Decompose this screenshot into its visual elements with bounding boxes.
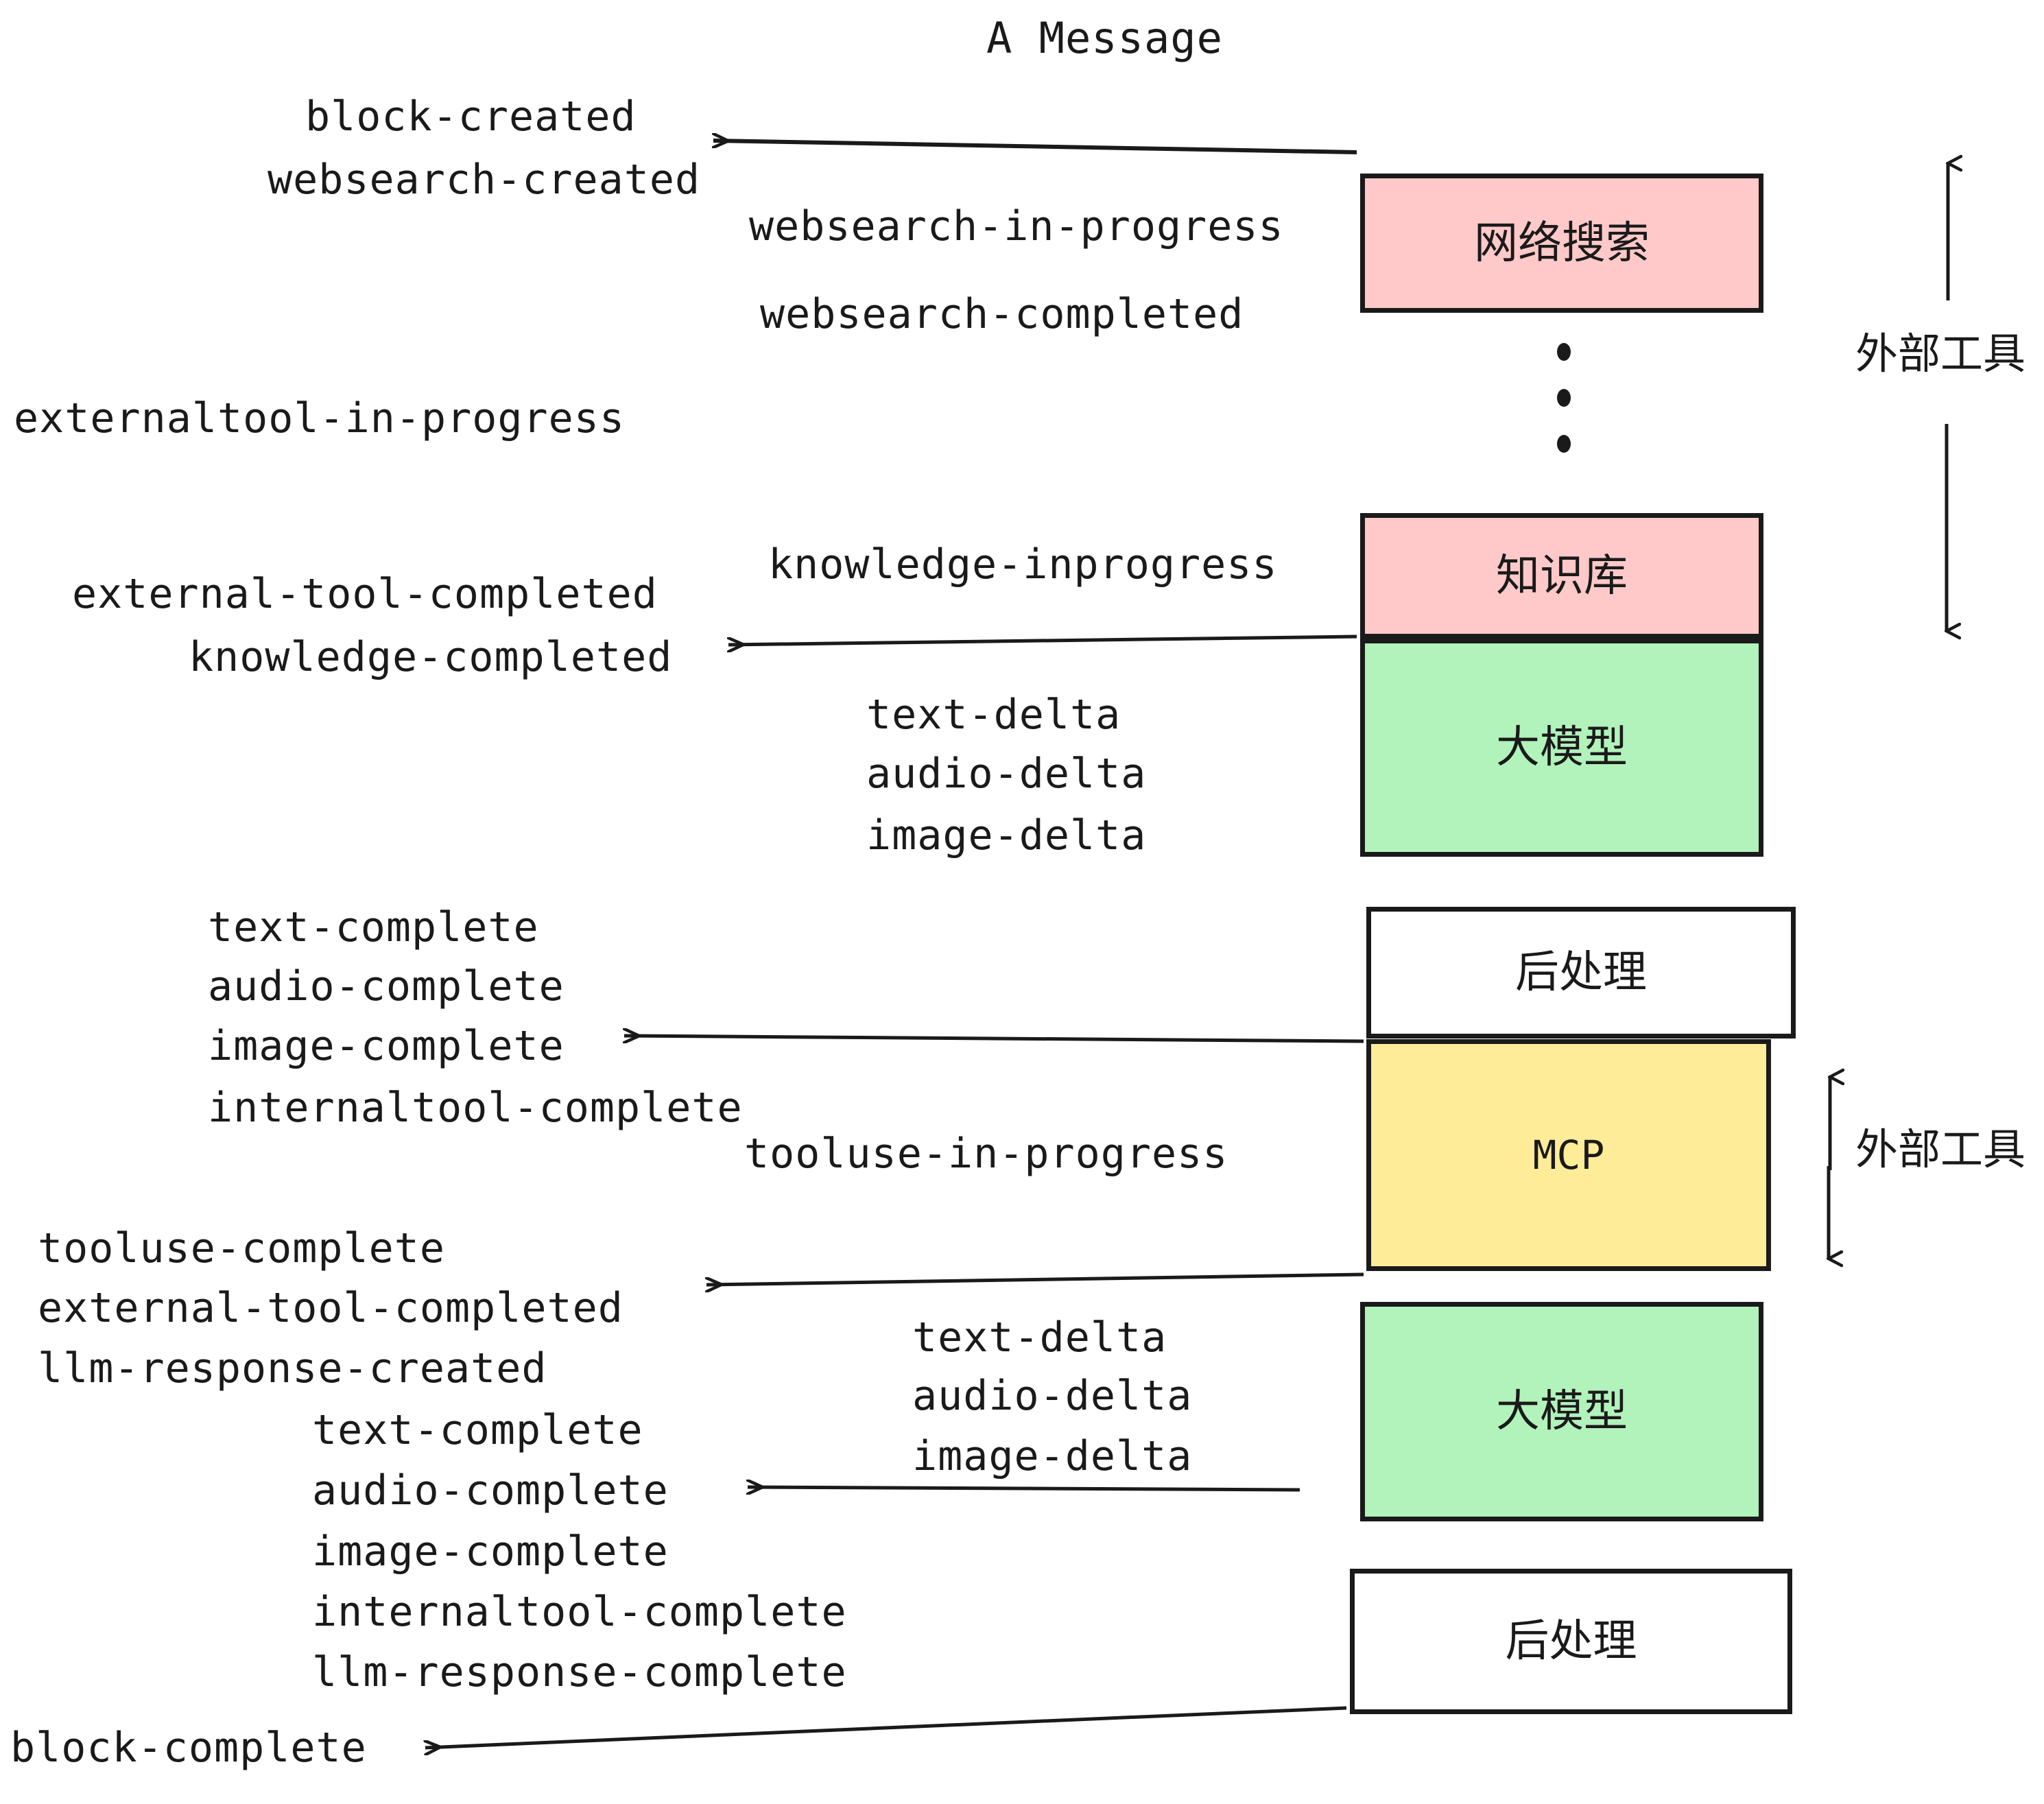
ellipsis-dot	[1557, 343, 1571, 361]
event-label-knowledge-completed: knowledge-completed	[189, 633, 673, 681]
ellipsis-dot	[1557, 435, 1571, 453]
node-box-label: 知识库	[1496, 550, 1628, 602]
event-label-external-tool-completed-2: external-tool-completed	[38, 1284, 623, 1332]
event-label-llm-response-complete: llm-response-complete	[312, 1648, 847, 1696]
ellipsis-dot	[1557, 389, 1571, 407]
event-label-image-complete-2: image-complete	[312, 1528, 669, 1576]
event-label-websearch-in-progress: websearch-in-progress	[749, 202, 1284, 250]
arrow-knowledge-to-completed	[728, 634, 1357, 645]
node-box-label: MCP	[1532, 1132, 1605, 1178]
arrow-mcp-to-tooluse-complete	[706, 1272, 1364, 1285]
node-box-label: 网络搜索	[1474, 217, 1650, 269]
event-label-image-complete-1: image-complete	[208, 1022, 565, 1070]
node-box-label: 大模型	[1496, 1386, 1628, 1437]
event-label-tooluse-complete: tooluse-complete	[38, 1224, 445, 1272]
event-label-audio-complete-2: audio-complete	[312, 1467, 669, 1515]
event-label-text-complete-2: text-complete	[312, 1406, 643, 1454]
node-box-llm-1: 大模型	[1360, 639, 1763, 857]
event-label-external-tool-completed-1: external-tool-completed	[72, 570, 658, 618]
annotation-external-tools-bottom: 外部工具	[1855, 1124, 2026, 1174]
event-label-block-complete: block-complete	[10, 1724, 367, 1772]
event-label-externaltool-in-progress: externaltool-in-progress	[14, 394, 625, 442]
event-label-tooluse-in-progress: tooluse-in-progress	[744, 1130, 1228, 1178]
event-label-knowledge-inprogress: knowledge-inprogress	[768, 541, 1278, 589]
node-box-label: 后处理	[1515, 947, 1647, 998]
event-label-audio-delta-1: audio-delta	[866, 750, 1147, 798]
vertical-ellipsis-icon	[1557, 343, 1571, 453]
event-label-websearch-created: websearch-created	[268, 156, 701, 204]
event-label-websearch-completed: websearch-completed	[760, 290, 1244, 338]
node-box-label: 大模型	[1496, 722, 1628, 773]
event-label-image-delta-1: image-delta	[866, 811, 1147, 859]
event-label-audio-complete-1: audio-complete	[208, 962, 565, 1010]
page-title: A Message	[986, 13, 1223, 63]
event-label-text-delta-2: text-delta	[912, 1314, 1167, 1362]
arrow-llm2-to-audio-complete	[748, 1487, 1300, 1490]
arrow-websearch-to-created	[713, 141, 1357, 154]
event-label-llm-response-created: llm-response-created	[38, 1344, 547, 1392]
node-box-knowledge: 知识库	[1360, 513, 1763, 639]
event-label-block-created: block-created	[305, 93, 637, 141]
node-box-llm-2: 大模型	[1360, 1302, 1763, 1521]
event-label-internaltool-complete-1: internaltool-complete	[208, 1084, 743, 1132]
event-label-text-delta-1: text-delta	[866, 691, 1121, 739]
event-label-audio-delta-2: audio-delta	[912, 1372, 1193, 1420]
node-box-postprocess-2: 后处理	[1350, 1569, 1792, 1714]
event-label-internaltool-complete-2: internaltool-complete	[312, 1588, 847, 1636]
annotation-external-tools-top: 外部工具	[1855, 329, 2026, 379]
arrow-postprocess1-to-image-complete	[624, 1036, 1364, 1041]
node-box-mcp: MCP	[1366, 1039, 1771, 1271]
node-box-websearch: 网络搜索	[1360, 174, 1763, 313]
event-label-image-delta-2: image-delta	[912, 1432, 1193, 1480]
arrow-postprocess2-to-block-complete	[425, 1706, 1347, 1748]
event-label-text-complete-1: text-complete	[208, 903, 539, 951]
node-box-label: 后处理	[1505, 1616, 1637, 1667]
node-box-postprocess-1: 后处理	[1366, 907, 1796, 1039]
